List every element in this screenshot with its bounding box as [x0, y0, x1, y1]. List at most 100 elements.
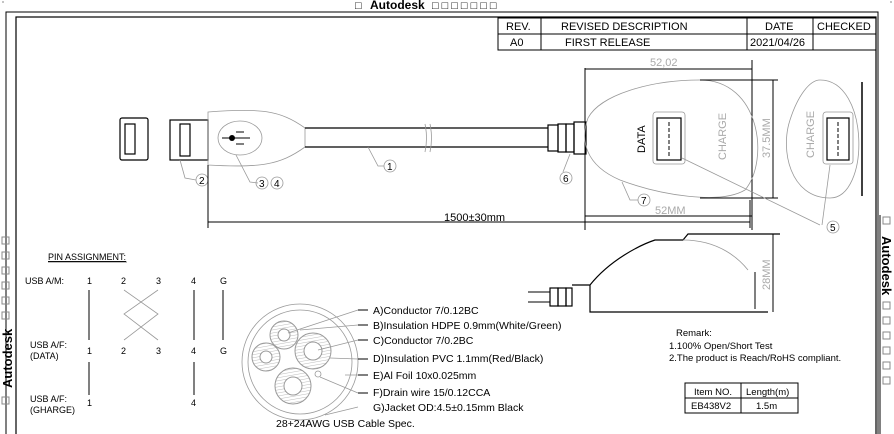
- drawing-label: REVISED DESCRIPTION: [561, 21, 688, 33]
- drawing-line: [565, 287, 573, 307]
- drawing-line: [314, 370, 322, 378]
- drawing-line: [621, 157, 831, 226]
- drawing-line: [207, 165, 751, 228]
- drawing-label: CHECKED: [817, 21, 871, 33]
- drawing-line: [528, 291, 550, 303]
- drawing-label: REV.: [506, 21, 531, 33]
- drawing-label: USB A/M:: [25, 276, 64, 286]
- callout-7: 7: [637, 193, 651, 207]
- drawing-line: [637, 193, 651, 207]
- drawing-line: [217, 120, 263, 156]
- drawing-label: Remark:: [676, 328, 712, 339]
- drawing-label: 5: [830, 223, 836, 234]
- drawing-label: 1.100% Open/Short Test: [669, 341, 773, 352]
- drawing-line: [584, 60, 753, 230]
- cable: [305, 127, 548, 148]
- right-side-label: Autodesk: [879, 216, 894, 385]
- drawing-line: [1, 251, 10, 260]
- callout-4: 4: [270, 176, 284, 190]
- drawing-label: 1: [387, 162, 393, 173]
- drawing-label: 2: [121, 276, 126, 286]
- drawing-line: [882, 361, 891, 370]
- drawing-line: [882, 216, 891, 225]
- drawing-line: [822, 111, 854, 165]
- drawing-label: 4: [191, 398, 196, 408]
- drawing-label: USB A/F:: [30, 394, 67, 404]
- drawing-label: E)Al Foil 10x0.025mm: [373, 370, 477, 382]
- usb-plug: [169, 119, 209, 161]
- drawing-line: [572, 233, 780, 313]
- drawing-label: 1: [87, 276, 92, 286]
- drawing-label: Autodesk: [879, 236, 894, 296]
- outer-frame: [5, 11, 879, 434]
- pin-assignment: PIN ASSIGNMENT: USB A/M: 1 2 3 4 G USB A…: [25, 252, 227, 415]
- drawing-line: [882, 331, 891, 340]
- left-side-label: Autodesk: [0, 236, 15, 405]
- drawing-label: D)Insulation PVC 1.1mm(Red/Black): [373, 353, 543, 365]
- usb-female-end-view: [119, 117, 149, 161]
- cable-length-dimension: 1500±30mm: [444, 212, 505, 224]
- drawing-line: [826, 220, 840, 234]
- drawing-label: 2.The product is Reach/RoHS compliant.: [669, 353, 841, 364]
- drawing-label: 6: [563, 174, 569, 185]
- drawing-line: [652, 111, 686, 165]
- drawing-label: 3: [259, 179, 265, 190]
- callout-6: 6: [559, 171, 573, 185]
- cable-spec-list: A)Conductor 7/0.12BC B)Insulation HDPE 0…: [373, 305, 561, 414]
- drawing-line: [584, 79, 759, 198]
- drawing-label: 2021/04/26: [750, 37, 805, 49]
- drawing-line: [557, 287, 567, 307]
- drawing-label: 52,02: [650, 57, 678, 69]
- drawing-line: [303, 341, 323, 361]
- drawing-line: [424, 123, 432, 153]
- drawing-label: G: [220, 346, 227, 356]
- drawing-line: [179, 123, 191, 157]
- remark: Remark: 1.100% Open/Short Test 2.The pro…: [669, 328, 841, 364]
- hub-side-view: 28MM: [528, 233, 780, 313]
- drawing-label: 2: [199, 176, 205, 187]
- drawing-label: 4: [191, 346, 196, 356]
- drawing-line: [1, 236, 10, 245]
- drawing-label: 3: [156, 276, 161, 286]
- cable-spec-title: 28+24AWG USB Cable Spec.: [276, 418, 415, 430]
- hub-top-view: 52,02 52MM DATA CHARGE 37.5MM CHARGE 5 7: [584, 57, 863, 234]
- drawing-label: □: [355, 0, 362, 12]
- drawing-line: [882, 301, 891, 310]
- drawing-line: [277, 328, 291, 342]
- drawing-line: [557, 123, 567, 153]
- drawing-label: DATA: [636, 125, 648, 153]
- drawing-label: 4: [274, 179, 280, 190]
- drawing-label: 3: [156, 346, 161, 356]
- drawing-line: [547, 124, 559, 152]
- drawing-line: [287, 309, 359, 416]
- drawing-line: [882, 346, 891, 355]
- drawing-label: 1.5m: [756, 401, 777, 412]
- drawing-label: 28MM: [761, 259, 773, 290]
- drawing-label: 7: [641, 196, 647, 207]
- drawing-line: [1, 296, 10, 305]
- usb-cable-assembly: 1 2 3 4 6 1500±30mm: [119, 109, 751, 228]
- drawing-line: [559, 171, 573, 185]
- drawing-line: [656, 117, 682, 161]
- drawing-line: [179, 146, 571, 184]
- drawing-line: [255, 176, 269, 190]
- drawing-label: C)Conductor 7/0.2BC: [373, 335, 474, 347]
- drawing-label: Item NO.: [694, 387, 732, 398]
- drawing-label: FIRST RELEASE: [565, 37, 650, 49]
- drawing-line: [283, 376, 303, 396]
- revision-table: REV. REVISED DESCRIPTION DATE CHECKED A0…: [497, 17, 877, 51]
- drawing-label: B)Insulation HDPE 0.9mm(White/Green): [373, 320, 561, 332]
- drawing-line: [786, 79, 860, 199]
- drawing-line: [383, 159, 397, 173]
- drawing-label: 37.5MM: [761, 118, 773, 158]
- sheet-title: □ Autodesk □□□□□□□: [355, 0, 500, 12]
- drawing-label: (GHARGE): [30, 405, 75, 415]
- drawing-label: CHARGE: [717, 113, 729, 160]
- drawing-label: 1: [87, 346, 92, 356]
- item-table: Item NO. Length(m) EB438V2 1.5m: [684, 382, 799, 414]
- inner-frame: [15, 16, 877, 434]
- drawing-label: EB438V2: [691, 401, 731, 412]
- drawing-label: USB A/F:: [30, 340, 67, 350]
- drawing-label: □□□□□□□: [432, 0, 500, 12]
